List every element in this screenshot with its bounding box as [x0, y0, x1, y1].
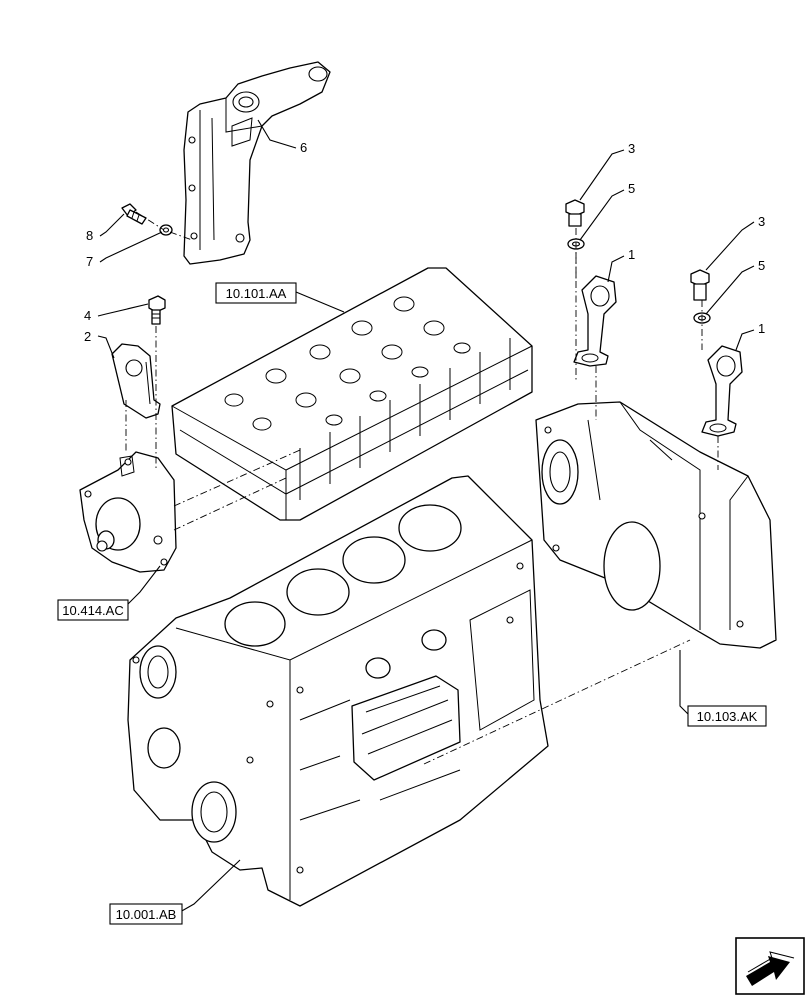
callout-3-left: 3 [628, 141, 635, 156]
lifting-eye-bolt[interactable] [148, 295, 166, 325]
ref-box-engine-block[interactable]: 10.001.AB [109, 903, 183, 925]
ref-box-water-pump[interactable]: 10.414.AC [57, 599, 129, 621]
water-pump[interactable] [79, 451, 177, 573]
page-navigation-arrow-icon[interactable] [735, 937, 805, 995]
callout-5-right: 5 [758, 258, 765, 273]
callout-4: 4 [84, 308, 91, 323]
callout-1-right: 1 [758, 321, 765, 336]
callout-5-left: 5 [628, 181, 635, 196]
assembly-lines [125, 211, 719, 765]
lifting-eye-left[interactable] [573, 275, 617, 367]
ref-box-timing-cover[interactable]: 10.103.AK [687, 705, 767, 727]
cylinder-head[interactable] [171, 267, 533, 521]
lifting-eye-front[interactable] [111, 343, 161, 419]
timing-cover[interactable] [535, 401, 777, 649]
callout-8: 8 [86, 228, 93, 243]
ref-timing-cover-label: 10.103.AK [697, 709, 758, 724]
callout-6: 6 [300, 140, 307, 155]
ref-cylinder-head-label: 10.101.AA [226, 286, 287, 301]
ref-engine-block-label: 10.001.AB [116, 907, 177, 922]
bracket-bolt[interactable] [121, 203, 147, 225]
lifting-bracket-rear[interactable] [183, 61, 331, 265]
callout-numbers: 6 8 7 4 2 3 5 1 3 5 1 [84, 140, 765, 344]
ref-water-pump-label: 10.414.AC [62, 603, 123, 618]
callout-1-left: 1 [628, 247, 635, 262]
callout-3-right: 3 [758, 214, 765, 229]
engine-block[interactable] [127, 475, 549, 907]
bracket-washer[interactable] [159, 224, 173, 236]
ref-box-cylinder-head[interactable]: 10.101.AA [215, 282, 297, 304]
callout-leaders [97, 119, 755, 913]
lifting-eye-right[interactable] [701, 345, 743, 437]
timing-cover-bolt-left[interactable] [565, 199, 585, 227]
timing-cover-bolt-right[interactable] [690, 269, 710, 301]
callout-2: 2 [84, 329, 91, 344]
callout-7: 7 [86, 254, 93, 269]
